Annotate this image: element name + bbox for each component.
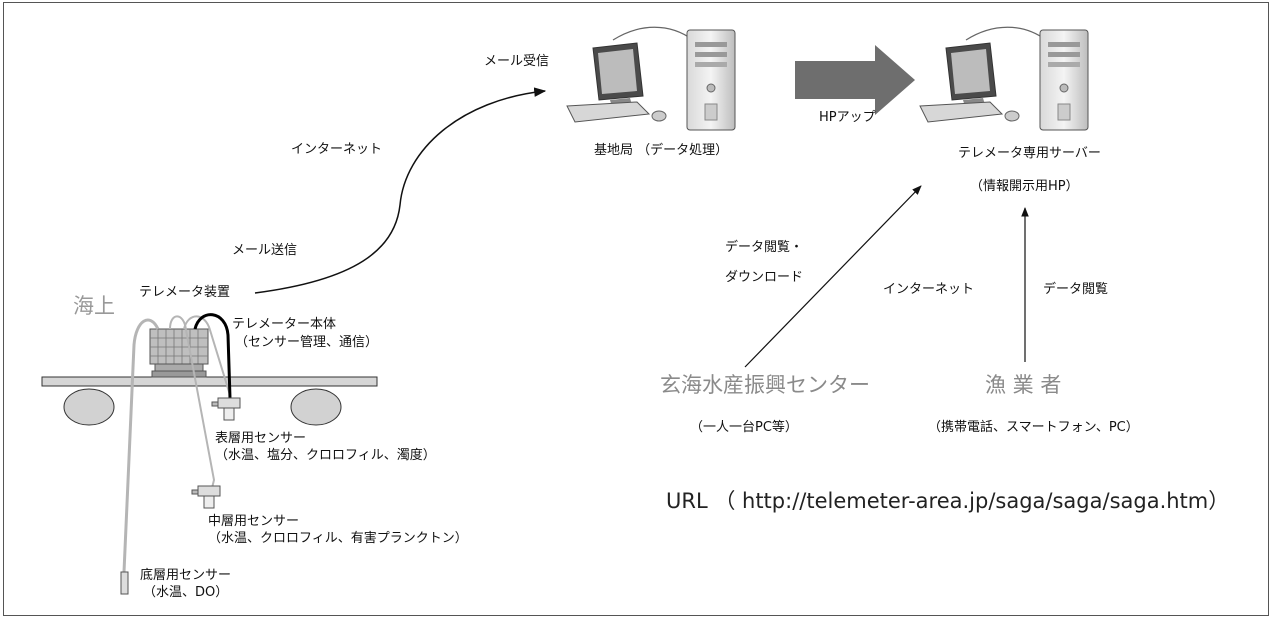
view-download-label-2: ダウンロード xyxy=(725,270,804,285)
mail-send-arrow xyxy=(254,87,547,294)
url-text: URL （ http://telemeter-area.jp/saga/saga… xyxy=(666,489,1230,513)
middle-sensor-sub: （水温、クロロフィル、有害プランクトン） xyxy=(208,531,468,546)
telemeter-body-sub: （センサー管理、通信） xyxy=(235,335,379,350)
view-download-label-1: データ閲覧・ xyxy=(725,240,804,255)
bottom-sensor-sub: （水温、DO） xyxy=(143,585,229,600)
server-computer-icon xyxy=(919,26,1089,131)
bottom-sensor-label: 底層用センサー xyxy=(140,568,232,583)
internet-label-left: インターネット xyxy=(291,142,383,157)
server-label: テレメータ専用サーバー xyxy=(958,146,1101,161)
genkai-center-label: 玄海水産振興センター xyxy=(660,373,870,397)
bottom-sensor-icon xyxy=(120,571,129,595)
middle-sensor-label: 中層用センサー xyxy=(208,514,300,529)
genkai-center-sub: （一人一台PC等） xyxy=(690,420,798,435)
hp-up-big-arrow xyxy=(795,45,915,115)
mail-receive-label: メール受信 xyxy=(484,54,550,69)
sea-label: 海上 xyxy=(73,294,115,318)
telemeter-body-label: テレメーター本体 xyxy=(232,317,337,332)
base-station-computer-icon xyxy=(566,26,736,131)
surface-sensor-label: 表層用センサー xyxy=(215,431,307,446)
mail-send-label: メール送信 xyxy=(232,243,298,258)
sensor-cables xyxy=(122,313,232,573)
diagram-frame xyxy=(3,2,1269,616)
surface-sensor-icon xyxy=(211,397,241,421)
surface-sensor-sub: （水温、塩分、クロロフィル、濁度） xyxy=(215,448,436,463)
view-label: データ閲覧 xyxy=(1043,282,1109,297)
telemeter-body-icon xyxy=(149,328,209,378)
hp-up-label: HPアップ xyxy=(819,110,876,125)
telemeter-device-label: テレメータ装置 xyxy=(139,285,231,300)
middle-sensor-icon xyxy=(191,485,221,509)
center-access-arrow xyxy=(744,185,922,368)
server-sub-label: （情報開示用HP） xyxy=(970,179,1079,194)
base-station-label: 基地局 （データ処理） xyxy=(594,143,729,158)
internet-label-right: インターネット xyxy=(883,282,975,297)
buoy-platform xyxy=(41,376,378,426)
fishers-label: 漁 業 者 xyxy=(985,373,1062,397)
fishers-sub: （携帯電話、スマートフォン、PC） xyxy=(928,420,1139,435)
